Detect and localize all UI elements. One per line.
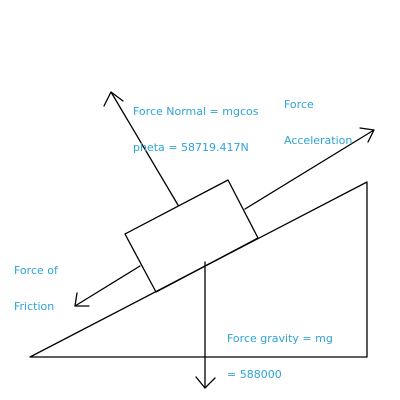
normal-force-label: Force Normal = mgcos pheta = 58719.417N <box>133 82 258 166</box>
acceleration-force-arrowhead <box>359 127 375 143</box>
friction-force-label-line2: Friction <box>14 300 55 313</box>
normal-force-label-line1: Force Normal = mgcos <box>133 105 259 118</box>
friction-force-arrow <box>74 265 141 307</box>
acceleration-force-label-line2: Acceleration <box>284 134 353 147</box>
normal-force-arrow <box>110 91 179 206</box>
gravity-force-label-line2: = 588000 <box>227 368 282 381</box>
friction-force-arrowhead <box>74 292 90 307</box>
friction-force-label-line1: Force of <box>14 264 58 277</box>
gravity-force-label: Force gravity = mg = 588000 <box>227 309 333 393</box>
normal-force-label-line2: pheta = 58719.417N <box>133 141 249 154</box>
normal-force-arrowhead <box>103 91 124 107</box>
block <box>124 179 259 293</box>
acceleration-force-arrow <box>244 129 375 210</box>
gravity-force-label-line1: Force gravity = mg <box>227 332 333 345</box>
acceleration-force-label-line1: Force <box>284 98 314 111</box>
acceleration-force-label: Force Acceleration <box>284 75 352 159</box>
friction-force-label: Force of Friction <box>14 241 58 325</box>
gravity-force-arrowhead <box>195 376 216 389</box>
